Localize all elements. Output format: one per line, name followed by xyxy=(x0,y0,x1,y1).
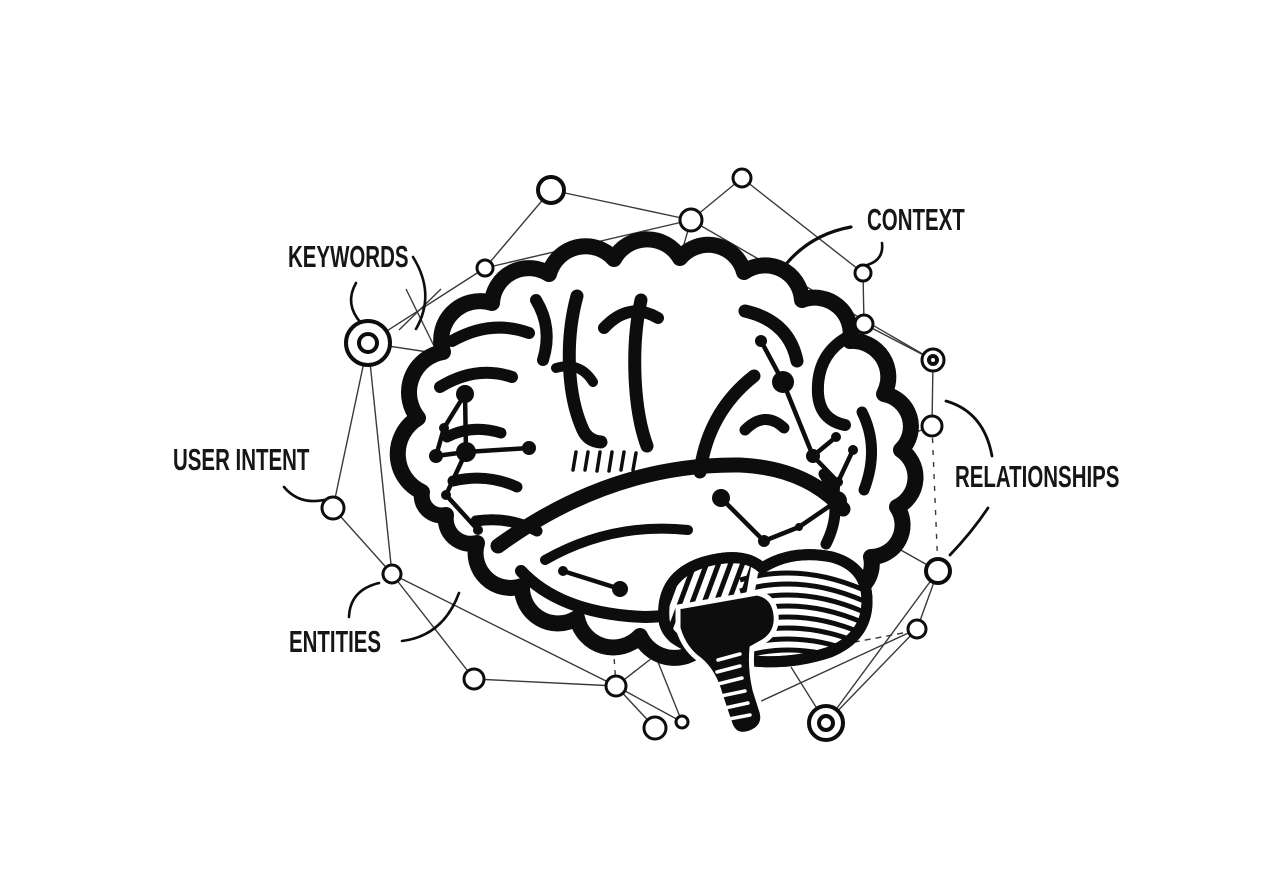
callout-arcs xyxy=(282,225,994,643)
label-keywords: KEYWORDS xyxy=(288,239,409,274)
network-node-n6 xyxy=(853,313,875,335)
brain-network-dots xyxy=(429,335,858,597)
brain-illustration xyxy=(389,231,924,737)
label-context: CONTEXT xyxy=(867,202,965,237)
callout-arc-relationships-bottom xyxy=(948,506,990,557)
network-node-n12 xyxy=(924,557,952,585)
network-node-n3 xyxy=(678,207,704,233)
network-node-n1 xyxy=(536,175,566,205)
network-node-n5 xyxy=(853,263,873,283)
network-node-n14-core xyxy=(817,714,835,732)
callout-arc-context-right xyxy=(865,241,884,267)
network-node-n2 xyxy=(731,167,753,189)
callout-arc-keywords-left xyxy=(349,281,363,325)
callout-arc-context-left xyxy=(785,225,853,265)
network-node-n8-core xyxy=(357,332,379,354)
callout-arc-entities-left xyxy=(347,581,381,619)
network-node-n7-core xyxy=(927,354,939,366)
network-node-n11 xyxy=(920,414,944,438)
callout-arc-relationships-top xyxy=(944,399,994,458)
network-node-n18 xyxy=(674,714,690,730)
label-relationships: RELATIONSHIPS xyxy=(955,459,1120,494)
label-entities: ENTITIES xyxy=(289,624,382,659)
callout-arc-keywords-right xyxy=(411,255,427,331)
network-nodes xyxy=(320,167,952,742)
network-node-n17 xyxy=(642,715,668,741)
brain-stem xyxy=(675,590,779,737)
network-node-n13 xyxy=(906,618,928,640)
network-node-n10 xyxy=(381,563,403,585)
label-user-intent: USER INTENT xyxy=(173,442,310,477)
network-node-n9 xyxy=(320,495,346,521)
callout-arc-entities-right xyxy=(400,591,461,643)
network-node-n15 xyxy=(462,667,486,691)
network-node-n4 xyxy=(475,258,495,278)
network-node-n16 xyxy=(604,674,628,698)
callout-arc-user-intent xyxy=(282,485,326,503)
